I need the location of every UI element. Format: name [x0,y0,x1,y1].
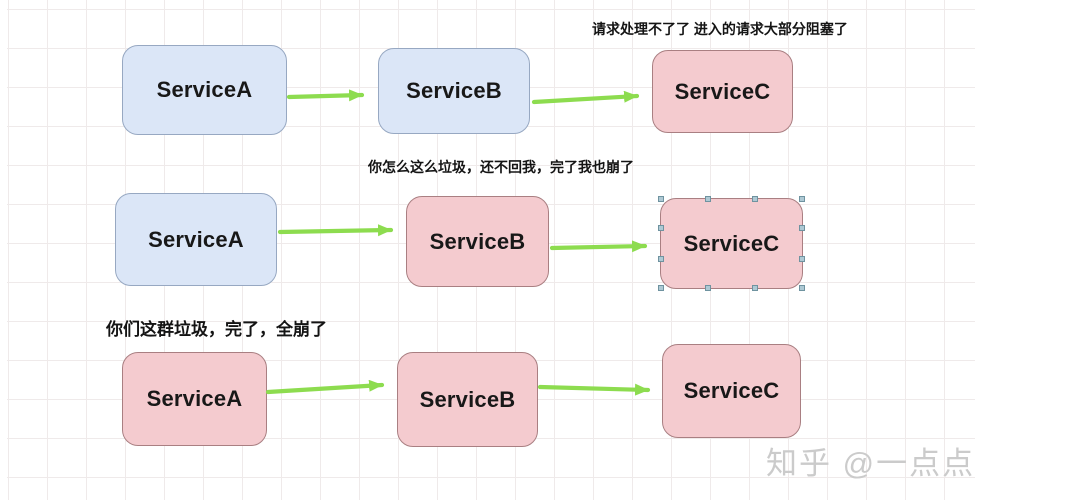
selection-handle[interactable] [752,196,759,202]
arrow-r1-b-to-c[interactable] [531,90,640,105]
service-box-r2-serviceb[interactable]: ServiceB [406,196,549,287]
service-box-label: ServiceC [683,230,780,256]
service-box-label: ServiceA [146,386,243,411]
zhihu-watermark: 知乎 @一点点 [766,446,976,481]
service-box-r3-servicec[interactable]: ServiceC [662,344,801,438]
selection-handle[interactable] [752,285,759,291]
service-box-label: ServiceA [148,226,244,252]
service-box-r1-serviceb[interactable]: ServiceB [378,48,530,134]
selection-handle[interactable] [658,285,664,291]
service-box-r1-servicec[interactable]: ServiceC [652,50,793,133]
arrow-r3-b-to-c[interactable] [537,383,651,396]
selection-handle[interactable] [799,285,805,291]
service-box-r3-servicea[interactable]: ServiceA [122,352,267,446]
arrow-r2-a-to-b[interactable] [277,224,394,237]
selection-handle[interactable] [704,285,711,291]
service-box-label: ServiceB [429,228,526,254]
caption-row2: 你怎么这么垃圾，还不回我，完了我也崩了 [368,159,634,175]
service-box-label: ServiceC [674,78,771,104]
service-box-label: ServiceA [156,77,253,102]
arrow-r1-a-to-b[interactable] [286,89,365,102]
caption-row1: 请求处理不了了 进入的请求大部分阻塞了 [592,21,848,37]
service-box-label: ServiceB [406,78,502,103]
arrow-r2-b-to-c[interactable] [549,240,648,253]
service-box-label: ServiceB [419,386,516,412]
selection-handle[interactable] [799,255,805,262]
selection-handle[interactable] [658,196,664,202]
arrow-r3-a-to-b[interactable] [265,379,385,395]
selection-handle[interactable] [704,196,711,202]
left-margin [0,0,7,500]
selection-handle[interactable] [799,225,805,232]
service-box-label: ServiceC [683,378,780,403]
caption-row3: 你们这群垃圾，完了，全崩了 [106,320,327,339]
service-box-r2-servicea[interactable]: ServiceA [115,193,277,286]
selection-handle[interactable] [799,196,805,202]
service-box-r1-servicea[interactable]: ServiceA [122,45,287,135]
service-box-r2-servicec-selected[interactable]: ServiceC [658,196,805,291]
service-box-r3-serviceb[interactable]: ServiceB [397,352,538,447]
right-margin [975,0,1066,500]
selection-handle[interactable] [658,255,664,262]
selection-handle[interactable] [658,225,664,232]
